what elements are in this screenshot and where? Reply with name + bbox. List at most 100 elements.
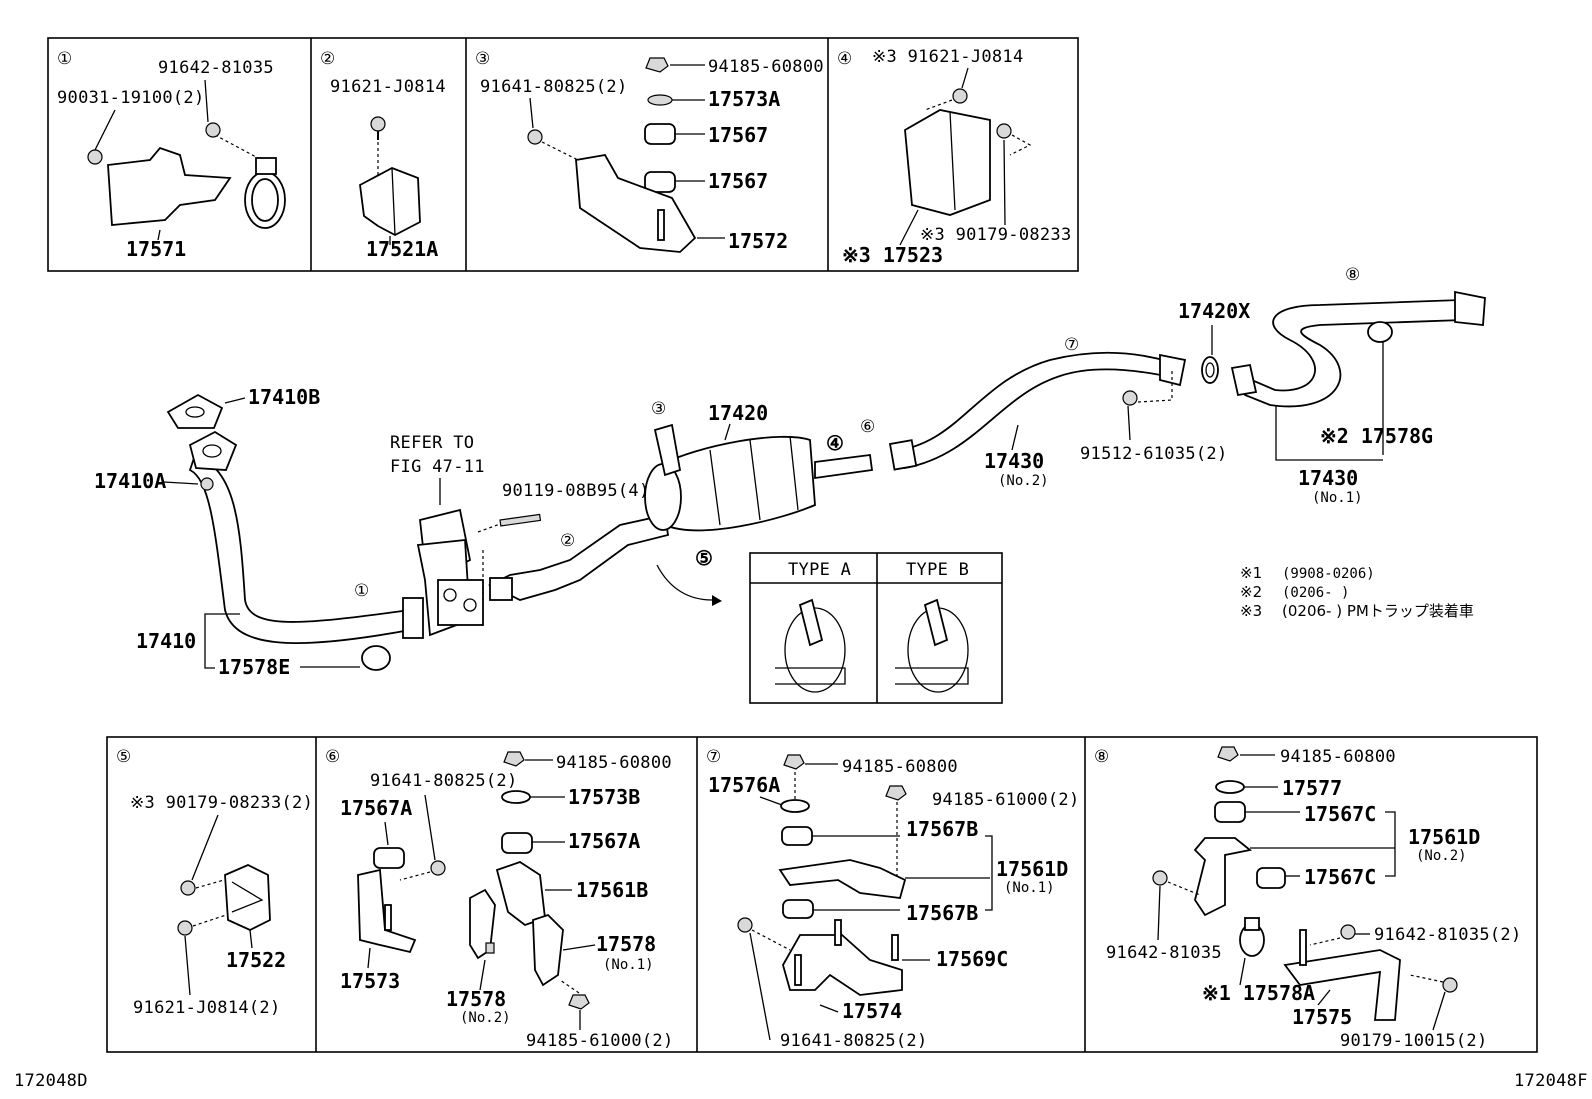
part-label: 17576A xyxy=(708,773,780,797)
part-label: 17567A xyxy=(568,829,640,853)
part-label: 17577 xyxy=(1282,776,1342,800)
top-panels-frame xyxy=(47,37,1079,272)
bolt-icon xyxy=(205,122,221,138)
cushion-icon xyxy=(781,826,813,846)
bolt-icon xyxy=(527,129,543,145)
part-label: 91621-J0814(2) xyxy=(133,998,281,1018)
bracket-17571 xyxy=(107,146,232,226)
part-label: (No.1) xyxy=(603,957,654,973)
callout-2: ② xyxy=(560,531,576,551)
part-label-17410A: 17410A xyxy=(94,469,166,493)
bracket-17575 xyxy=(1283,949,1401,1021)
heat-insulator-17523 xyxy=(904,109,991,216)
bolt-icon xyxy=(430,860,446,876)
washer-icon xyxy=(780,799,810,813)
part-label-17430-no2: 17430 xyxy=(984,449,1044,473)
bracket-17573 xyxy=(357,868,417,954)
cushion-icon xyxy=(644,123,676,145)
type-a-label: TYPE A xyxy=(788,560,851,580)
bolt-icon xyxy=(737,917,753,933)
bracket-17561D-no2 xyxy=(1193,837,1253,917)
part-label: 90031-19100(2) xyxy=(57,88,205,108)
part-label: 17573 xyxy=(340,969,400,993)
cushion-icon xyxy=(501,832,533,854)
panel-8: ⑧ 94185-60800 17577 17567C 17561D (No.2)… xyxy=(1094,746,1522,1051)
part-label: 94185-60800 xyxy=(556,753,672,773)
part-label: 91641-80825(2) xyxy=(780,1031,928,1051)
main-assembly: 17410B 17410A 17410 17578E ① REFER TO FI… xyxy=(94,265,1486,704)
part-label-17420: 17420 xyxy=(708,401,768,425)
panel-7: ⑦ 94185-60800 17576A 94185-61000(2) 1756… xyxy=(706,747,1080,1051)
insulator-17522 xyxy=(224,864,271,931)
part-label: 94185-61000(2) xyxy=(932,790,1080,810)
type-b-label: TYPE B xyxy=(906,560,969,580)
gasket-17420X xyxy=(1201,356,1219,384)
nut-icon xyxy=(885,785,907,801)
bolt-icon xyxy=(1122,390,1138,406)
panel-2-number: ② xyxy=(320,49,336,69)
nut-icon xyxy=(996,123,1012,139)
part-label: 17522 xyxy=(226,948,286,972)
part-label: 17571 xyxy=(126,237,186,261)
callout-5: ⑤ xyxy=(695,546,713,570)
gasket-17410B xyxy=(166,393,224,429)
top-panels: ① 91642-81035 90031-19100(2) 17571 ② 916… xyxy=(47,37,1079,272)
bolt-icon xyxy=(370,116,386,132)
center-pipe xyxy=(487,513,670,601)
part-label-17430-no1: 17430 xyxy=(1298,466,1358,490)
notes: ※1 (9908-0206) ※2 (0206- ) ※3 (0206- ) P… xyxy=(1240,564,1474,620)
bracket-17561B xyxy=(495,861,546,927)
part-label: 17561D xyxy=(1408,825,1480,849)
part-label: 17567B xyxy=(906,901,978,925)
bolt-icon xyxy=(177,920,193,936)
part-label: ※3 17523 xyxy=(842,243,943,267)
part-label-17578G: ※2 17578G xyxy=(1320,424,1433,448)
bottom-panels-frame xyxy=(106,736,1538,1053)
panel-3-number: ③ xyxy=(475,49,491,69)
panel-1-number: ① xyxy=(57,49,73,69)
part-label: (No.1) xyxy=(1004,880,1055,896)
part-label-17578E: 17578E xyxy=(218,655,290,679)
washer-icon xyxy=(501,790,531,804)
callout-1: ① xyxy=(354,581,370,601)
washer-icon xyxy=(647,94,673,106)
cushion-icon xyxy=(644,171,676,193)
part-label: 17561B xyxy=(576,878,648,902)
page-code-right: 172048F xyxy=(1514,1071,1588,1091)
panel-3: ③ 94185-60800 91641-80825(2) 17573A 1756… xyxy=(475,49,824,253)
nut-icon xyxy=(1217,746,1239,762)
part-label-91512: 91512-61035(2) xyxy=(1080,444,1228,464)
part-label-17420X: 17420X xyxy=(1178,299,1250,323)
part-label: 17561D xyxy=(996,857,1068,881)
part-label: 17567C xyxy=(1304,865,1376,889)
callout-4: ④ xyxy=(826,431,844,455)
callout-3: ③ xyxy=(651,399,667,419)
part-label-17430-no2-sub: (No.2) xyxy=(998,473,1049,489)
part-label-17410B: 17410B xyxy=(248,385,320,409)
nut-icon xyxy=(200,477,214,491)
nut-icon xyxy=(645,57,669,73)
cover-17521A xyxy=(359,167,421,237)
clamp-17578E xyxy=(361,645,391,671)
note-text: (0206- ) PMトラップ装着車 xyxy=(1282,602,1474,620)
bracket-17561D-no1 xyxy=(778,859,907,899)
part-label: 91642-81035(2) xyxy=(1374,925,1522,945)
washer-icon xyxy=(1215,780,1245,794)
panel-2: ② 91621-J0814 17521A xyxy=(320,49,446,261)
part-label: ※3 90179-08233 xyxy=(920,225,1072,245)
part-label: 17578 xyxy=(446,987,506,1011)
page-code-left: 172048D xyxy=(14,1071,88,1091)
tail-pipe-17430-no1 xyxy=(1238,299,1463,408)
refer-label-2: FIG 47-11 xyxy=(390,457,485,477)
part-label: 17567 xyxy=(708,169,768,193)
panel-6-number: ⑥ xyxy=(325,747,341,767)
panel-6: ⑥ 94185-60800 91641-80825(2) 17573B 1756… xyxy=(325,747,673,1051)
part-label: 17578 xyxy=(596,932,656,956)
part-label: 91642-81035 xyxy=(1106,943,1222,963)
nut-icon xyxy=(568,994,590,1010)
clamp-17578G xyxy=(1367,321,1393,343)
part-label: ※3 90179-08233(2) xyxy=(130,793,313,813)
bracket-17574 xyxy=(782,934,903,996)
type-box: TYPE A TYPE B xyxy=(749,552,1003,704)
